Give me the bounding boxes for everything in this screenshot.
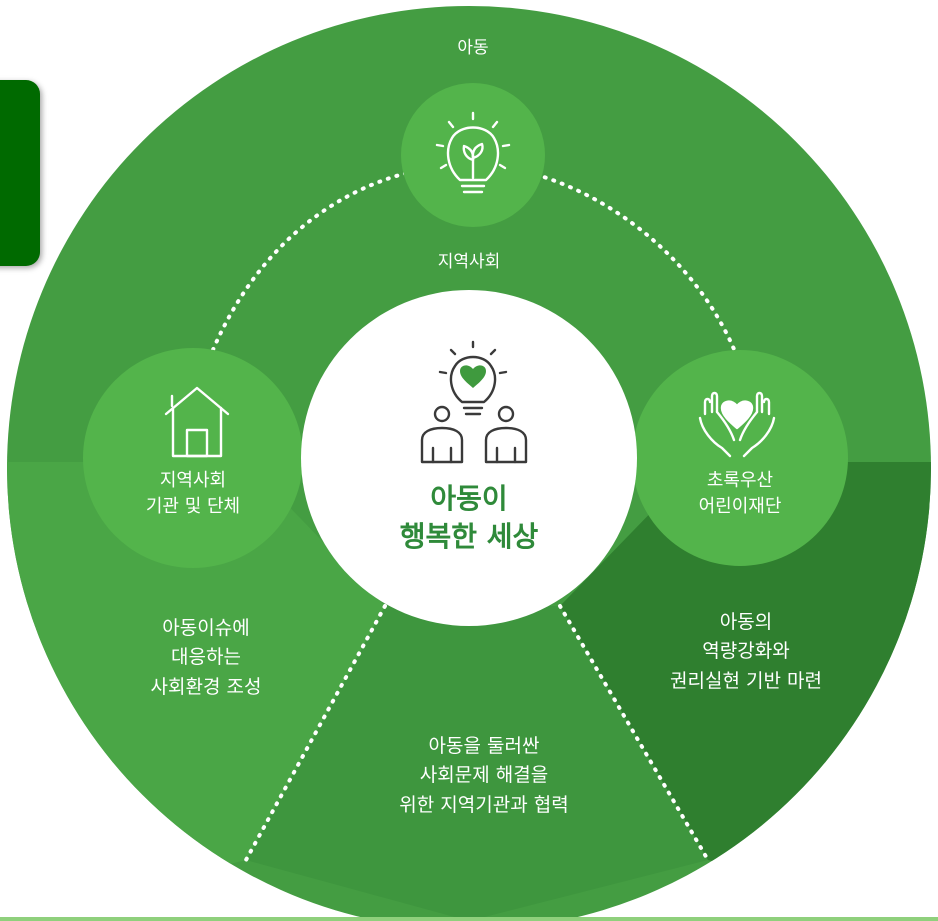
label-line: 기관 및 단체	[145, 496, 241, 518]
lightbulb-sprout-icon	[435, 111, 511, 194]
dotted-divider-right	[558, 604, 710, 862]
label-inner-top: 지역사회	[437, 252, 501, 272]
label-line: 초록우산	[706, 470, 774, 491]
label-left-node: 지역사회 기관 및 단체	[146, 468, 240, 520]
node-right	[632, 350, 848, 566]
center-circle	[301, 290, 637, 626]
label-line: 아동을 둘러싼	[428, 735, 540, 757]
node-left	[83, 348, 303, 568]
label-top: 아동	[457, 38, 489, 58]
heart-icon	[460, 365, 486, 388]
dotted-divider-left	[244, 604, 387, 862]
segment-bottom-area	[246, 606, 708, 921]
label-line: 대응하는	[171, 646, 241, 669]
label-segment-right: 아동의 역량강화와 권리실현 기반 마련	[670, 608, 822, 696]
hands-heart-icon	[698, 391, 776, 458]
label-line: 아동의	[719, 611, 773, 633]
label-line: 권리실현 기반 마련	[670, 669, 822, 692]
dotted-arc	[508, 166, 750, 392]
label-segment-left: 아동이슈에 대응하는 사회환경 조성	[151, 614, 262, 702]
label-line: 아동이슈에	[162, 617, 250, 639]
label-line: 지역사회	[159, 470, 227, 491]
label-line: 사회환경 조성	[150, 675, 262, 698]
label-segment-bottom: 아동을 둘러싼 사회문제 해결을 위한 지역기관과 협력	[399, 732, 568, 820]
center-title: 아동이 행복한 세상	[400, 480, 539, 556]
label-line: 어린이재단	[698, 496, 782, 518]
label-right-node: 초록우산 어린이재단	[699, 468, 782, 520]
center-title-line: 아동이	[430, 482, 508, 515]
house-icon	[164, 386, 230, 458]
label-line: 사회문제 해결을	[419, 764, 549, 787]
bottom-accent-line	[0, 917, 938, 921]
label-line: 위한 지역기관과 협력	[399, 793, 569, 816]
center-title-line: 행복한 세상	[399, 519, 539, 553]
side-tab[interactable]	[0, 80, 40, 266]
lightbulb-heart-people-icon	[420, 340, 528, 464]
label-line: 역량강화와	[702, 640, 790, 663]
